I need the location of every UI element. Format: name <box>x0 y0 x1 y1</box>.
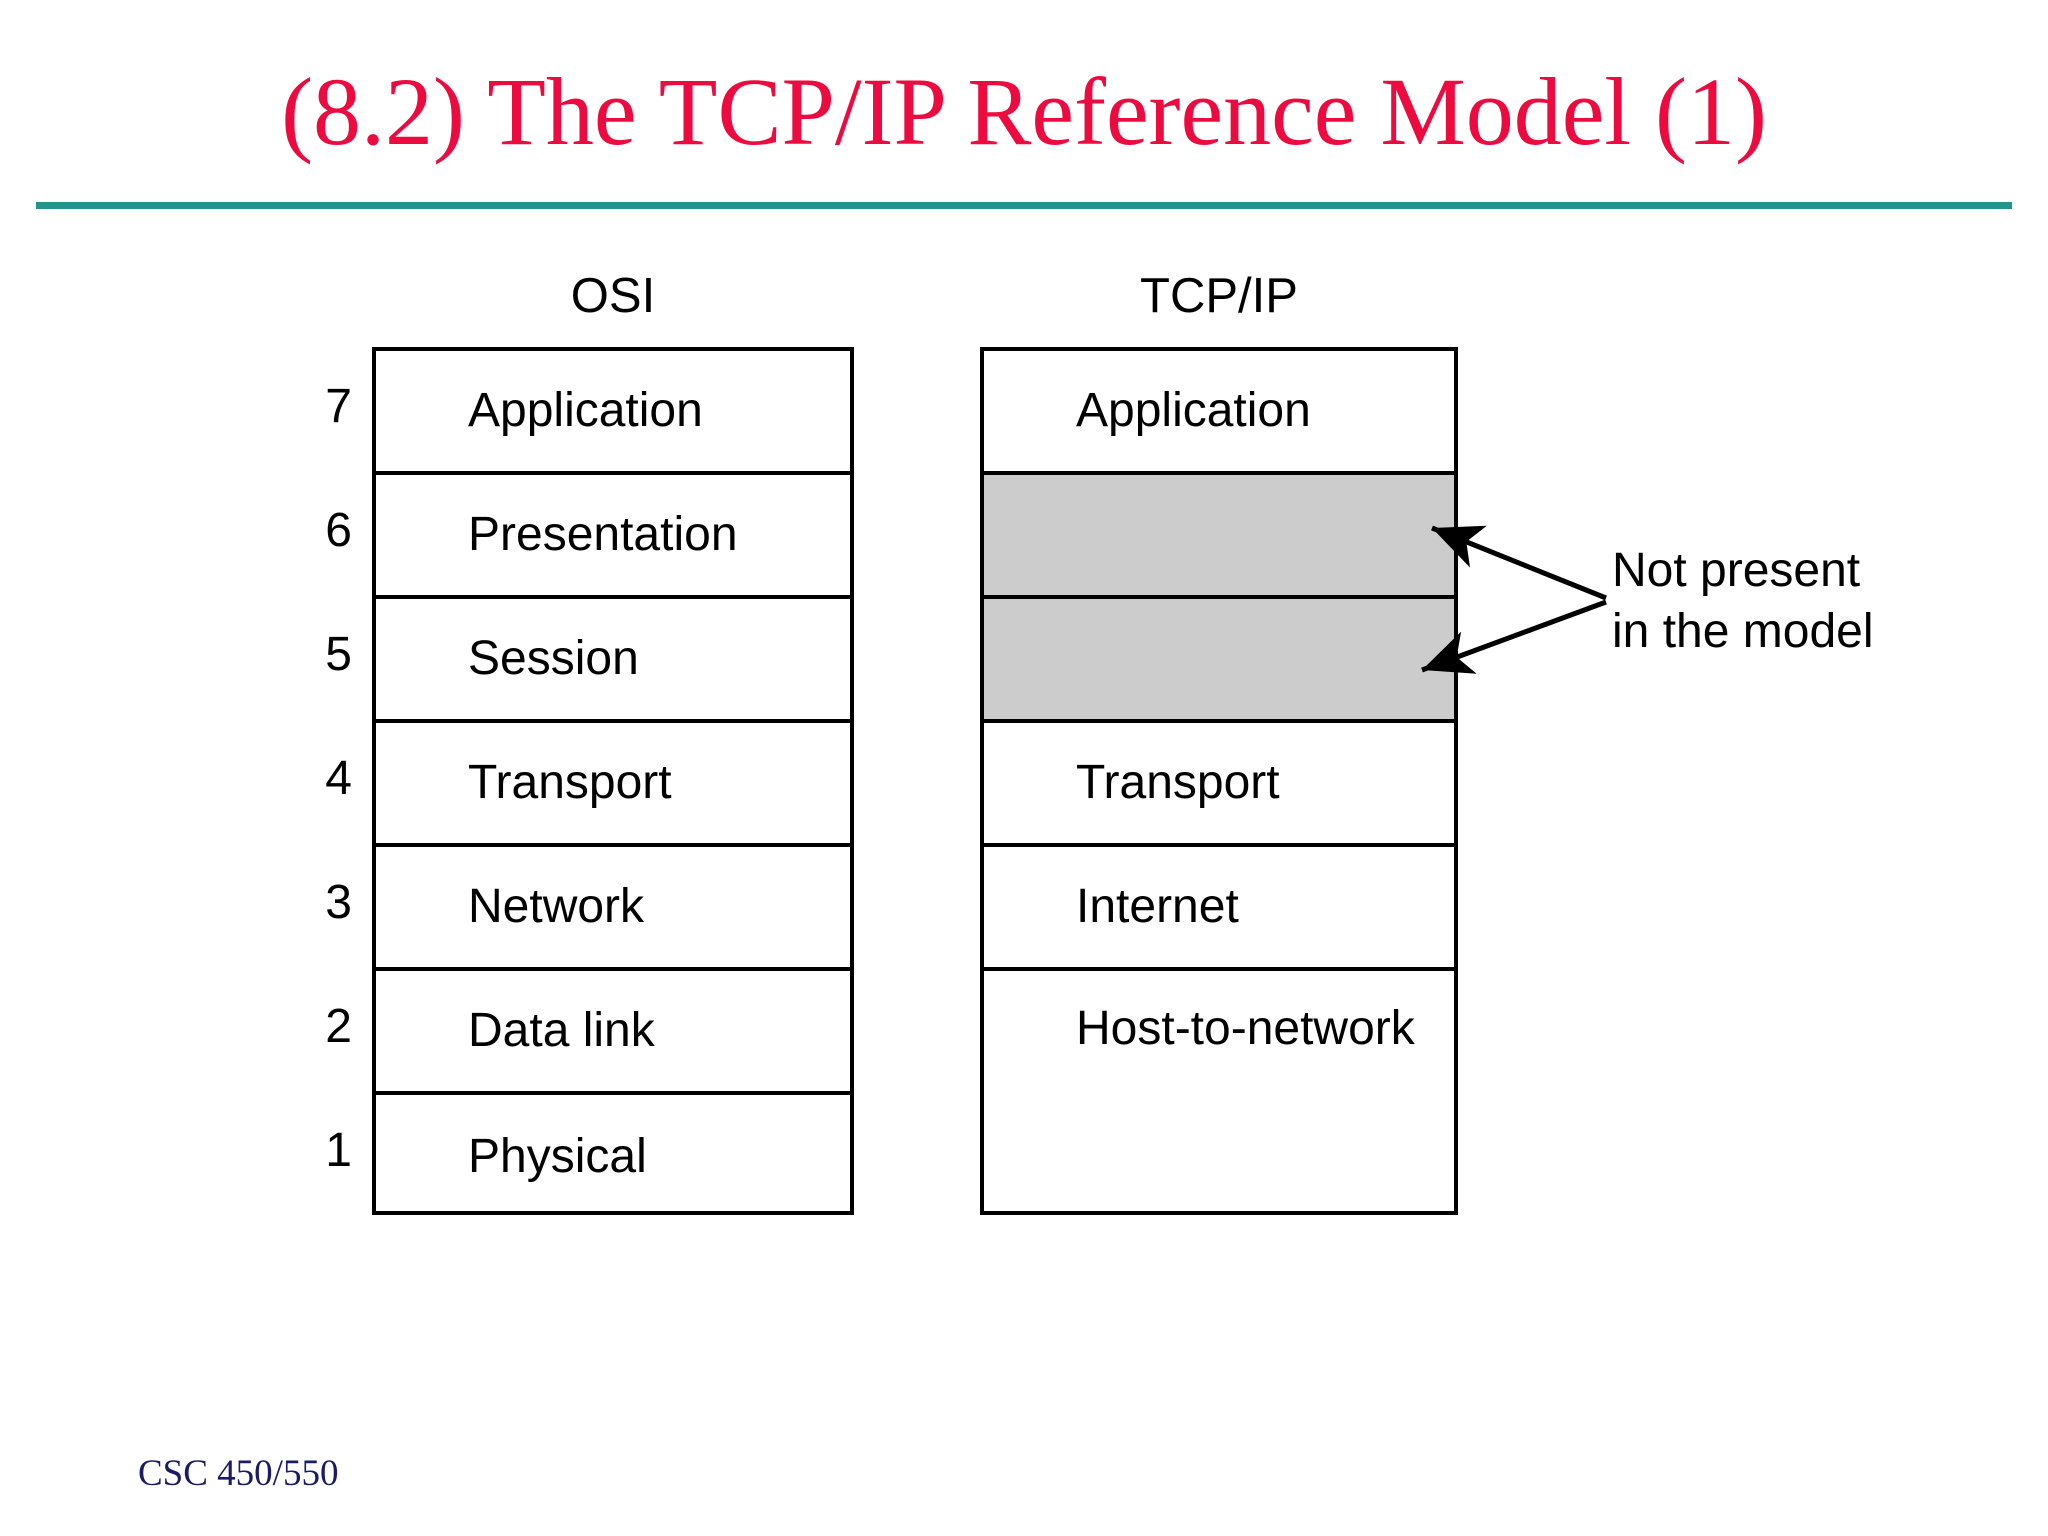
tcpip-layer-stack: Application Transport Internet Host-to-n… <box>980 347 1458 1215</box>
osi-layer-session-label: Session <box>468 632 639 685</box>
osi-layer-presentation[interactable]: Presentation <box>376 475 850 599</box>
not-present-annotation-line-2: in the model <box>1612 605 1874 659</box>
osi-layer-physical[interactable]: Physical <box>376 1095 850 1219</box>
osi-layer-data-link[interactable]: Data link <box>376 971 850 1095</box>
tcpip-layer-transport[interactable]: Transport <box>984 723 1454 847</box>
osi-layer-presentation-label: Presentation <box>468 508 738 561</box>
page-title: (8.2) The TCP/IP Reference Model (1) <box>281 58 1767 165</box>
osi-layer-number-3: 3 <box>325 876 352 929</box>
osi-layer-transport-label: Transport <box>468 756 672 809</box>
tcpip-layer-application-label: Application <box>1076 384 1311 437</box>
title-divider-rule <box>36 202 2012 209</box>
tcpip-layer-host-to-network[interactable]: Host-to-network <box>984 971 1454 1219</box>
osi-layer-transport[interactable]: Transport <box>376 723 850 847</box>
osi-layer-network-label: Network <box>468 880 645 933</box>
osi-layer-number-5: 5 <box>325 628 352 681</box>
tcpip-layer-not-present-upper[interactable] <box>984 475 1454 599</box>
not-present-annotation: Not present in the model <box>1612 540 2012 663</box>
tcpip-layer-application[interactable]: Application <box>984 351 1454 475</box>
osi-layer-number-2: 2 <box>325 1000 352 1053</box>
osi-layer-application[interactable]: Application <box>376 351 850 475</box>
tcpip-column-heading: TCP/IP <box>1140 269 1298 323</box>
osi-layer-application-label: Application <box>468 384 703 437</box>
tcpip-layer-not-present-lower[interactable] <box>984 599 1454 723</box>
tcpip-layer-host-to-network-label: Host-to-network <box>1076 1002 1415 1055</box>
slide-footer-course-code: CSC 450/550 <box>138 1453 339 1494</box>
osi-layer-number-7: 7 <box>325 380 352 433</box>
osi-layer-number-6: 6 <box>325 504 352 557</box>
osi-layer-network[interactable]: Network <box>376 847 850 971</box>
osi-layer-session[interactable]: Session <box>376 599 850 723</box>
not-present-annotation-line-1: Not present <box>1612 544 1861 597</box>
tcpip-layer-internet[interactable]: Internet <box>984 847 1454 971</box>
osi-layer-physical-label: Physical <box>468 1130 647 1183</box>
osi-layer-number-1: 1 <box>325 1124 352 1177</box>
tcpip-layer-transport-label: Transport <box>1076 756 1280 809</box>
tcpip-layer-internet-label: Internet <box>1076 880 1239 933</box>
osi-layer-number-4: 4 <box>325 752 352 805</box>
osi-layer-stack: Application Presentation Session Transpo… <box>372 347 854 1215</box>
osi-column-heading: OSI <box>570 269 656 323</box>
osi-layer-number-gutter: 7 6 5 4 3 2 1 <box>280 347 352 1215</box>
osi-layer-data-link-label: Data link <box>468 1004 655 1057</box>
